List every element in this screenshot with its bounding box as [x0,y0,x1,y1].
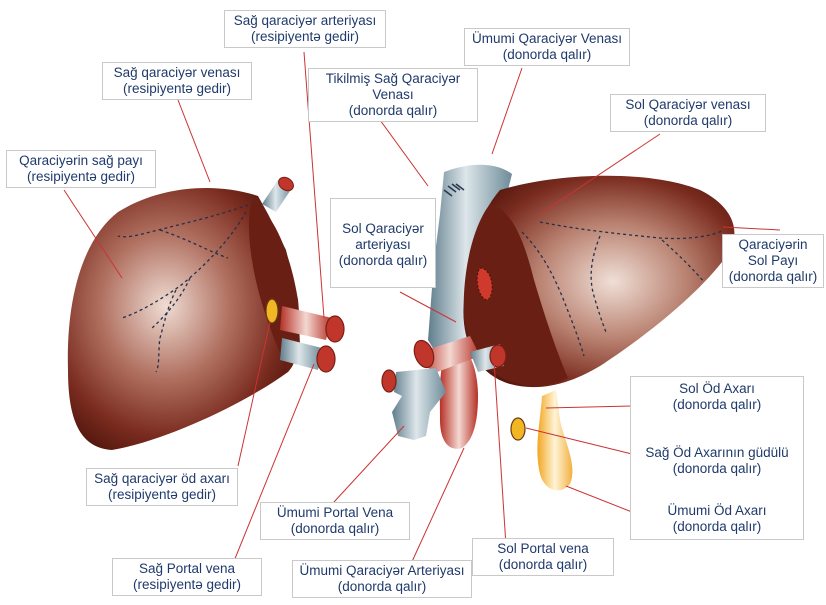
label-left-hepatic-vein: Sol Qaraciyər venası (donorda qalır) [610,94,766,132]
label-line: Sol Qaraciyər [335,221,431,237]
label-line: (donorda qalır) [313,103,473,119]
label-line: (resipiyentə gedir) [11,169,151,185]
label-right-hepatic-vein: Sağ qaraciyər venası (resipiyentə gedir) [102,62,252,100]
right-bile-duct [266,299,278,323]
label-line: Sağ qaraciyər venası [107,65,247,81]
right-bile-duct-stump [511,418,525,440]
label-common-bile-duct: Ümumi Öd Axarı (donorda qalır) [632,500,802,538]
label-line: (donorda qalır) [265,521,405,537]
label-line: Tikilmiş Sağ Qaraciyər [313,71,473,87]
label-sutured-right-hepatic-vein: Tikilmiş Sağ Qaraciyər Venası (donorda q… [308,68,478,122]
label-line: (donorda qalır) [469,47,625,63]
right-lobe-graft [68,175,344,450]
label-right-lobe: Qaraciyərin sağ payı (resipiyentə gedir) [6,150,156,188]
label-common-hepatic-vein: Ümumi Qaraciyər Venası (donorda qalır) [464,28,630,66]
label-common-portal-vein: Ümumi Portal Vena (donorda qalır) [260,502,410,540]
label-right-hepatic-bile-duct: Sağ qaraciyər öd axarı (resipiyentə gedi… [86,468,238,506]
label-line: Venası [313,87,473,103]
label-line: (resipiyentə gedir) [91,487,233,503]
label-line: (donorda qalır) [637,519,797,535]
label-line: Qaraciyərin sağ payı [11,153,151,169]
label-right-portal-vein: Sağ Portal vena (resipiyentə gedir) [112,558,262,596]
common-bile-duct [537,390,572,490]
label-left-portal-vein: Sol Portal vena (donorda qalır) [472,538,614,576]
right-hepatic-vein-stump [262,175,296,212]
label-left-bile-duct: Sol Öd Axarı (donorda qalır) [632,378,802,416]
label-right-hepatic-artery: Sağ qaraciyər arteriyası (resipiyentə ge… [224,10,386,48]
label-line: (resipiyentə gedir) [117,577,257,593]
label-line: Ümumi Portal Vena [265,505,405,521]
label-line: Qaraciyərin [727,237,819,253]
label-line: Sağ qaraciyər öd axarı [91,471,233,487]
label-line: (donorda qalır) [615,113,761,129]
label-line: (donorda qalır) [477,557,609,573]
label-line: arteriyası [335,237,431,253]
label-line: Sağ Portal vena [117,561,257,577]
label-line: (donorda qalır) [727,269,819,285]
label-line: Sol Portal vena [477,541,609,557]
label-line: Ümumi Öd Axarı [637,503,797,519]
label-line: (donorda qalır) [335,253,431,269]
label-line: (resipiyentə gedir) [229,29,381,45]
label-left-hepatic-artery: Sol Qaraciyər arteriyası (donorda qalır) [330,198,436,288]
label-line: Sol Payı [727,253,819,269]
label-left-lobe: Qaraciyərin Sol Payı (donorda qalır) [722,234,824,288]
label-right-bile-duct-stump: Sağ Öd Axarının güdülü (donorda qalır) [632,442,802,480]
label-line: Sol Öd Axarı [637,381,797,397]
label-line: Ümumi Qaraciyər Arteriyası [297,563,467,579]
label-line: Sol Qaraciyər venası [615,97,761,113]
label-common-hepatic-artery: Ümumi Qaraciyər Arteriyası (donorda qalı… [292,560,472,598]
label-line: (donorda qalır) [637,461,797,477]
label-line: Sağ Öd Axarının güdülü [637,445,797,461]
label-line: (resipiyentə gedir) [107,81,247,97]
label-line: Ümumi Qaraciyər Venası [469,31,625,47]
label-line: (donorda qalır) [297,579,467,595]
label-line: (donorda qalır) [637,397,797,413]
label-line: Sağ qaraciyər arteriyası [229,13,381,29]
